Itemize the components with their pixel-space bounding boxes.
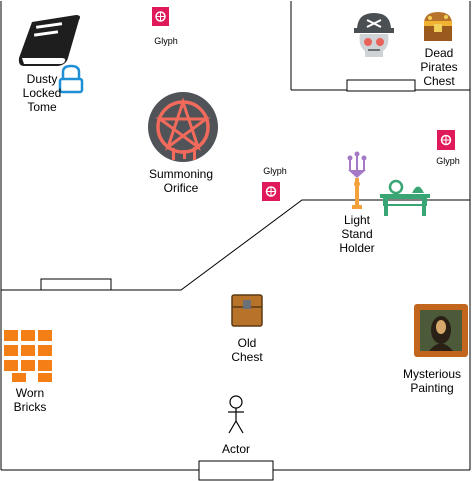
label-line: Chest (231, 350, 263, 364)
label-line: Painting (410, 381, 454, 395)
label-line: Light (343, 213, 371, 227)
glyph-label-middle: Glyph (263, 166, 287, 176)
entrance-door[interactable] (198, 460, 274, 481)
label-line: Orifice (163, 181, 199, 195)
worn-bricks-label: Worn Bricks (6, 386, 54, 414)
label-line: Mysterious (402, 367, 461, 381)
glyph-tile-icon[interactable] (152, 7, 169, 26)
glyph-label-top: Glyph (154, 36, 178, 46)
pentagram-icon[interactable] (148, 92, 218, 162)
label-line: Tome (27, 100, 57, 114)
label-line: Dusty (26, 72, 58, 86)
summoning-orifice-label: Summoning Orifice (142, 167, 220, 195)
middle-door[interactable] (40, 278, 112, 291)
stick-figure-icon[interactable] (228, 395, 244, 434)
actor-label: Actor (221, 442, 250, 456)
padlock-icon[interactable] (58, 64, 84, 94)
glyph-label-right: Glyph (436, 156, 460, 166)
green-table-icon[interactable] (380, 179, 430, 216)
glyph-tile-icon[interactable] (262, 182, 280, 201)
label-line: Bricks (13, 400, 47, 414)
middle-partition-wall (1, 199, 470, 291)
label-line: Worn (15, 386, 45, 400)
mysterious-painting-label: Mysterious Painting (398, 367, 466, 395)
pirate-skull-icon[interactable] (354, 13, 394, 57)
old-chest-label: Old Chest (224, 336, 270, 364)
label-line: Old (237, 336, 257, 350)
label-line: Chest (423, 74, 455, 88)
label-line: Holder (339, 241, 375, 255)
dead-pirates-chest-label: Dead Pirates Chest (414, 46, 464, 88)
candelabra-icon[interactable] (347, 151, 367, 210)
treasure-chest-icon[interactable] (424, 12, 452, 41)
label-line: Stand (341, 227, 373, 241)
wooden-chest-icon[interactable] (231, 294, 263, 327)
dusty-locked-tome-label: Dusty Locked Tome (21, 72, 63, 114)
book-icon[interactable] (18, 15, 80, 66)
glyph-tile-icon[interactable] (437, 130, 455, 150)
label-line: Summoning (148, 167, 214, 181)
orange-bricks-icon[interactable] (4, 330, 52, 382)
light-stand-holder-label: Light Stand Holder (334, 213, 380, 255)
label-line: Pirates (420, 60, 458, 74)
label-line: Dead (424, 46, 454, 60)
framed-portrait-icon[interactable] (414, 304, 468, 357)
label-line: Locked (22, 86, 62, 100)
pirate-room-door[interactable] (346, 79, 416, 92)
